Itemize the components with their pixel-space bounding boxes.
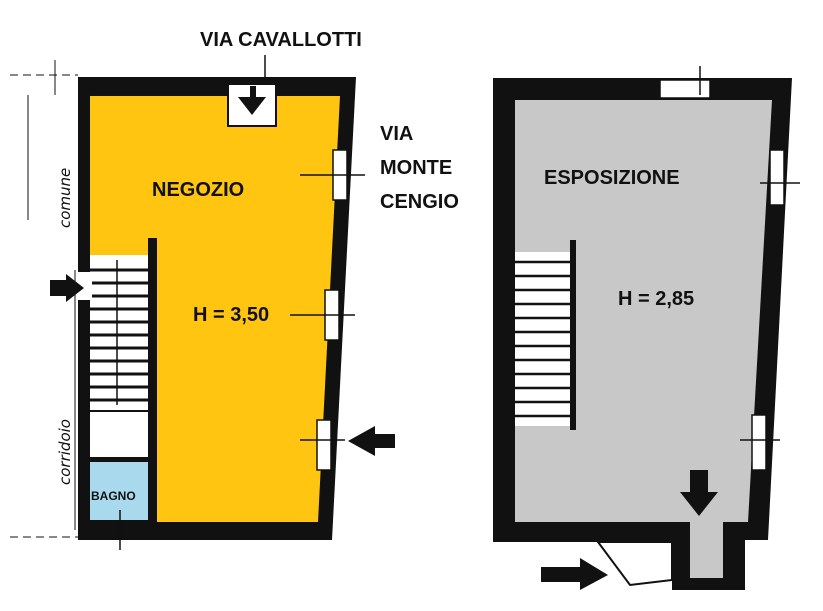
esposizione-label: ESPOSIZIONE: [544, 167, 680, 189]
left-plan: comune corridoio NEGOZIO H = 3,50 BAGNO: [10, 55, 395, 550]
street-monte-cengio-1: VIA: [380, 123, 413, 145]
street-monte-cengio-2: MONTE: [380, 157, 452, 179]
windows-left: [119, 55, 365, 550]
down-arrow-icon: [680, 470, 718, 516]
negozio-height: H = 3,50: [193, 304, 269, 326]
hallway: [90, 412, 150, 457]
right-stairs: [515, 260, 570, 418]
right-entrance-arrow-icon: [348, 426, 395, 456]
stair-area: [90, 255, 150, 410]
corridoio-label: corridoio: [56, 419, 74, 485]
negozio-floor: [90, 96, 340, 522]
left-entrance-gap: [78, 272, 92, 300]
right-plan: ESPOSIZIONE H = 2,85: [493, 66, 800, 590]
street-cavallotti: VIA CAVALLOTTI: [200, 29, 362, 51]
right-stair-wall: [570, 240, 576, 430]
negozio-label: NEGOZIO: [152, 179, 244, 201]
dimension-lines: [10, 60, 78, 538]
comune-label: comune: [56, 168, 74, 228]
bottom-entrance-arrow-icon: [541, 558, 608, 590]
street-monte-cengio-3: CENGIO: [380, 191, 459, 213]
bathroom-floor: [90, 462, 148, 520]
chimney-arrow-icon: [238, 86, 266, 115]
bagno-label: BAGNO: [91, 489, 136, 503]
right-stair-area: [515, 252, 573, 426]
esposizione-height: H = 2,85: [618, 288, 694, 310]
stair-wall: [148, 238, 157, 522]
left-stairs: [90, 260, 148, 405]
esposizione-floor: [515, 100, 772, 578]
left-entrance-arrow-icon: [50, 274, 84, 302]
windows-right: [659, 66, 800, 471]
entrance-steps: [596, 541, 673, 587]
